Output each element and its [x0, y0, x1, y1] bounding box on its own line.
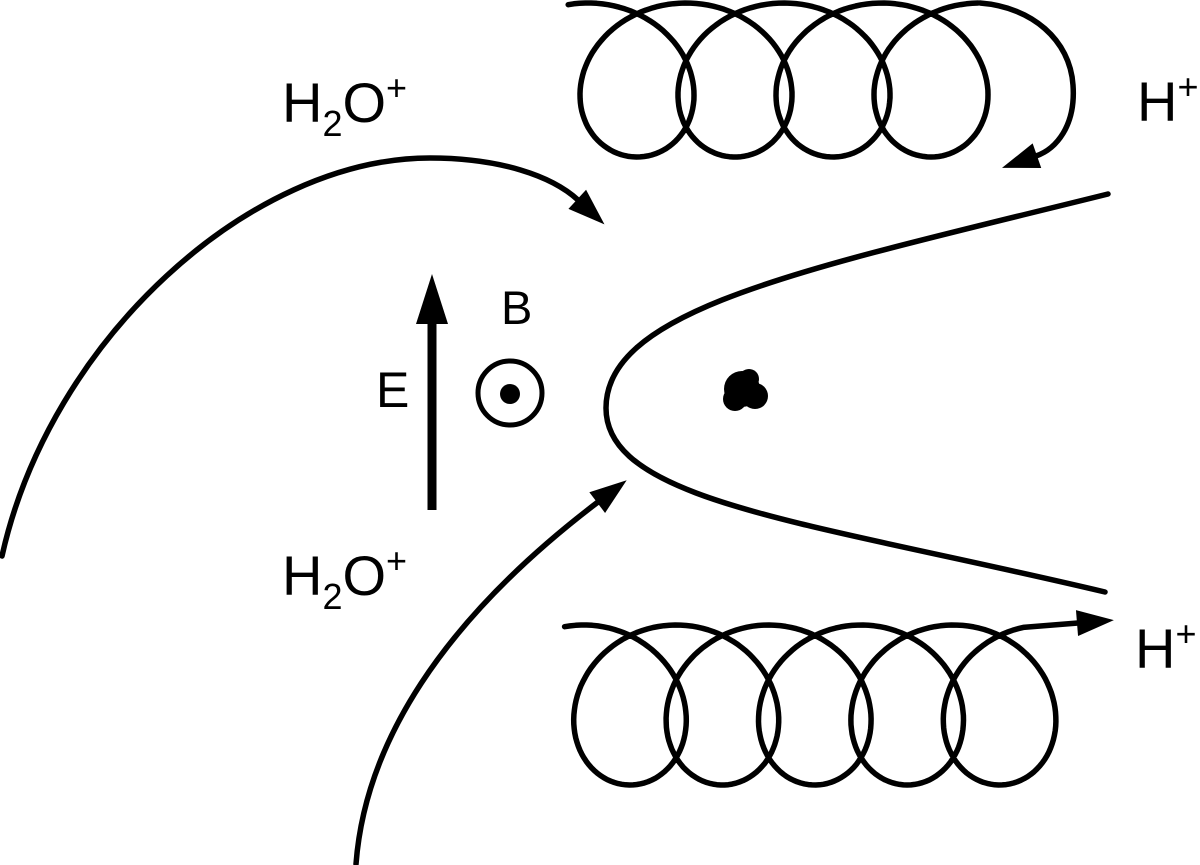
upper-proton-turnaround-arrow — [977, 0, 1076, 168]
proton-label-top: H+ — [1137, 66, 1198, 133]
magnetic-field-label: B — [501, 281, 532, 334]
upper-proton-cycloid-trajectory — [565, 0, 991, 160]
b-out-of-page-icon — [475, 358, 545, 428]
comet-nucleus-blob — [723, 369, 768, 411]
lower-water-ion-trajectory-arrow — [353, 480, 627, 865]
electric-field-label: E — [376, 362, 409, 418]
electric-field-arrow — [416, 274, 448, 510]
h2o-ion-label-top: H2O+ — [282, 67, 407, 144]
upper-water-ion-trajectory-arrow — [0, 155, 605, 559]
h2o-ion-label-bottom: H2O+ — [282, 540, 407, 617]
lower-proton-cycloid-trajectory — [561, 610, 1114, 788]
parabolic-boundary — [603, 191, 1111, 595]
electric-field-arrowhead — [416, 274, 448, 324]
proton-label-bottom: H+ — [1135, 613, 1196, 680]
